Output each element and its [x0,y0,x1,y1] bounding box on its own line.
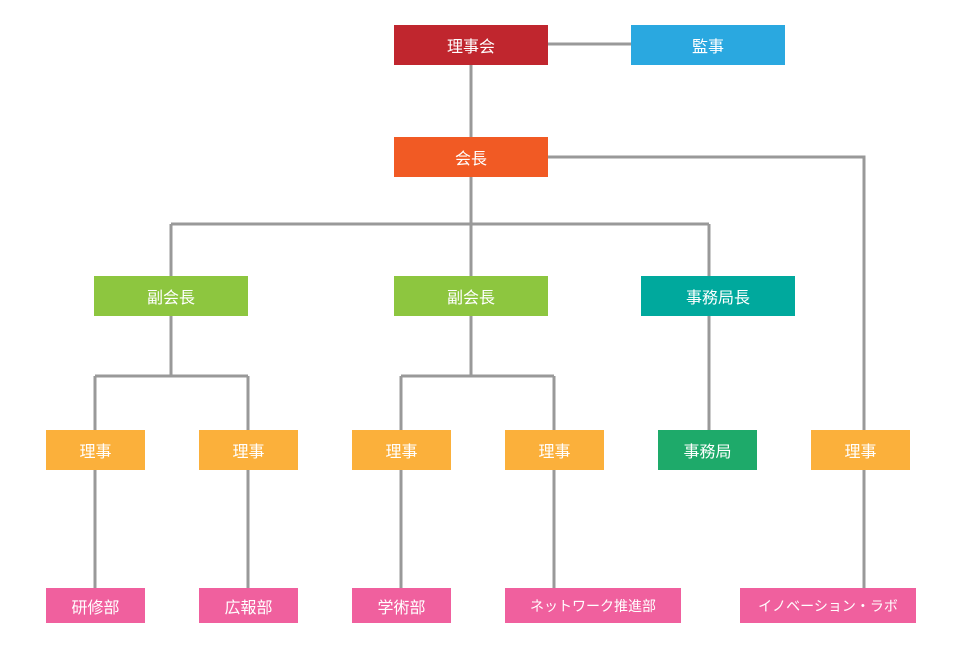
node-innovation-lab: イノベーション・ラボ [740,588,916,623]
node-director-2: 理事 [199,430,298,470]
node-board: 理事会 [394,25,548,65]
node-pr-dept: 広報部 [199,588,298,623]
node-president: 会長 [394,137,548,177]
node-director-1: 理事 [46,430,145,470]
node-secretariat: 事務局 [658,430,757,470]
node-academic-dept: 学術部 [352,588,451,623]
node-network-dept: ネットワーク推進部 [505,588,681,623]
node-training-dept: 研修部 [46,588,145,623]
node-director-6: 理事 [811,430,910,470]
connector-president-director6 [548,155,866,430]
node-vice-president-2: 副会長 [394,276,548,316]
node-director-4: 理事 [505,430,604,470]
node-auditor: 監事 [631,25,785,65]
node-director-3: 理事 [352,430,451,470]
node-vice-president-1: 副会長 [94,276,248,316]
node-secretary-general: 事務局長 [641,276,795,316]
